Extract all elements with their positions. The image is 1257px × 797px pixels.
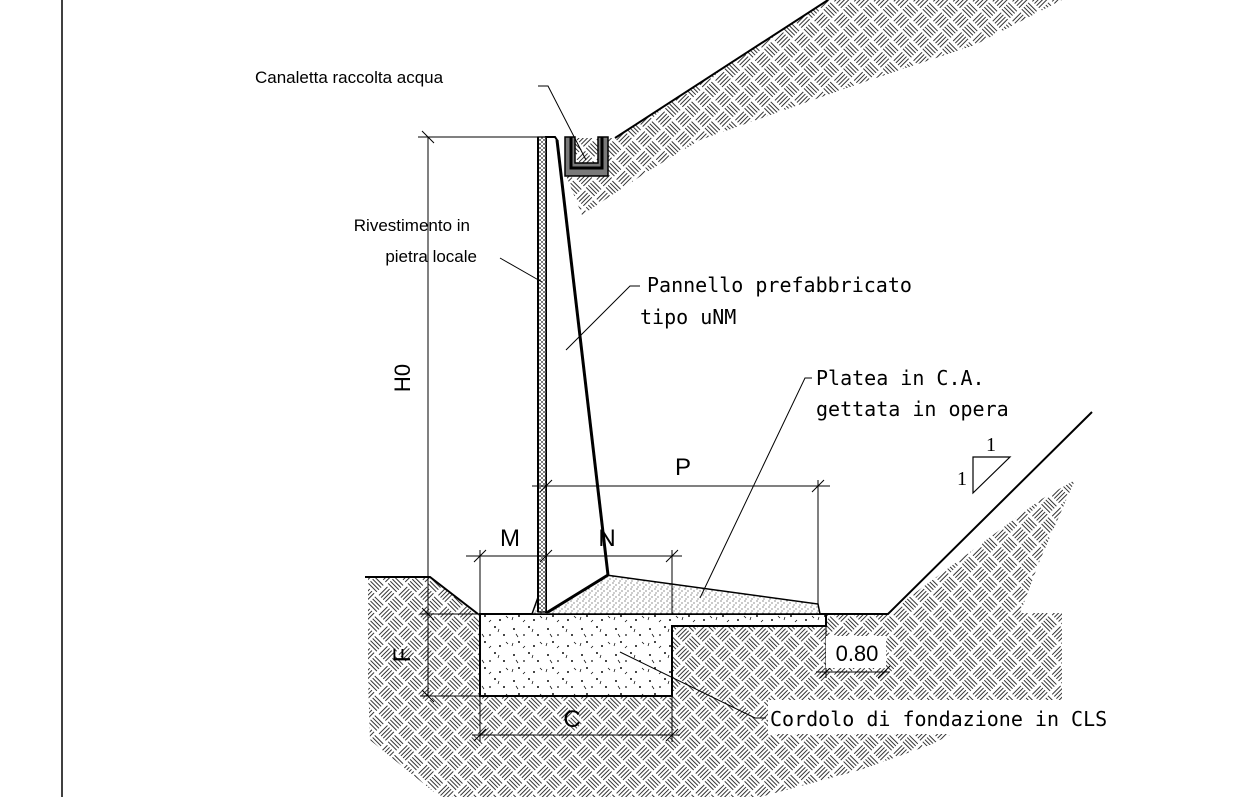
dim-label-f: F xyxy=(389,648,416,663)
label-canaletta: Canaletta raccolta acqua xyxy=(255,68,444,87)
dim-label-p: P xyxy=(675,454,691,481)
left-ground-line xyxy=(365,576,479,615)
stone-cladding xyxy=(537,136,547,613)
dim-label-n: N xyxy=(598,525,615,552)
label-cordolo: Cordolo di fondazione in CLS xyxy=(770,707,1107,731)
label-platea-2: gettata in opera xyxy=(816,397,1009,421)
dim-label-depth: 0.80 xyxy=(836,641,879,666)
water-channel-inner xyxy=(569,137,604,170)
dim-f xyxy=(420,613,480,703)
leader-rivestimento xyxy=(499,257,543,283)
label-rivestimento-1: Rivestimento in xyxy=(354,216,470,235)
dim-label-c: C xyxy=(563,706,580,733)
label-pannello-2: tipo uNM xyxy=(640,305,736,329)
dim-h0 xyxy=(418,130,540,621)
slope-symbol xyxy=(972,456,1012,495)
label-platea-1: Platea in C.A. xyxy=(816,366,985,390)
dim-c xyxy=(472,696,680,742)
upper-ground-line xyxy=(614,0,829,139)
leader-canaletta xyxy=(538,85,587,161)
dim-label-h0: H0 xyxy=(390,364,415,392)
right-ground-line xyxy=(826,411,1093,615)
dim-p xyxy=(532,479,830,604)
panel-inner-edge xyxy=(555,139,610,576)
leader-pannello xyxy=(565,285,640,351)
dim-mn xyxy=(466,549,682,614)
leader-platea xyxy=(699,377,812,599)
label-pannello-1: Pannello prefabbricato xyxy=(647,273,912,297)
upper-slope-soil xyxy=(567,0,1062,215)
slope-run-label: 1 xyxy=(957,468,967,490)
dim-label-m: M xyxy=(500,525,520,552)
leader-cordolo xyxy=(619,651,766,719)
label-rivestimento-2: pietra locale xyxy=(385,247,477,266)
water-channel xyxy=(564,136,609,177)
right-embankment-soil xyxy=(880,480,1075,745)
slope-rise-label: 1 xyxy=(986,434,996,456)
panel-base-edge xyxy=(547,573,609,614)
